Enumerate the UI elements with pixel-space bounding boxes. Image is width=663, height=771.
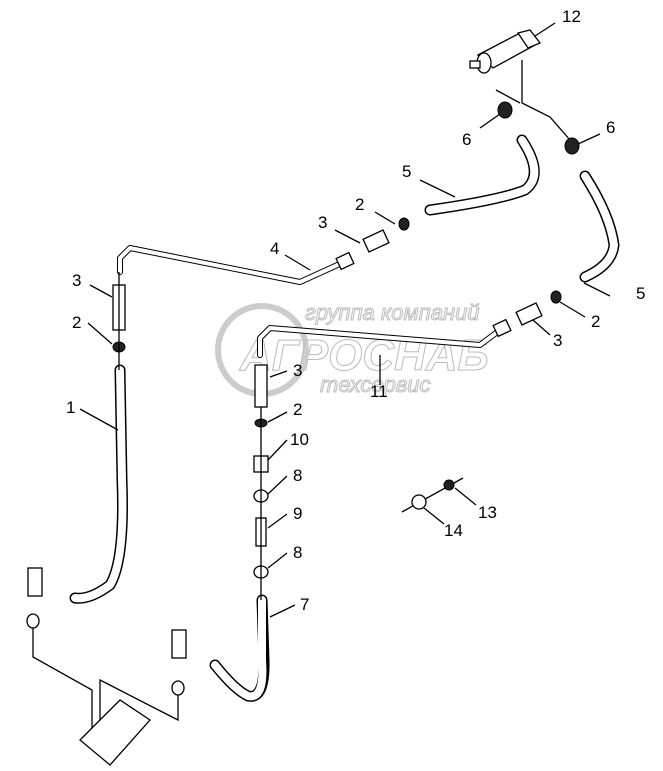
callout-8-upper: 8 [293,466,302,485]
callout-12: 12 [562,7,581,26]
callout-11: 11 [370,382,388,401]
callout-3-upper: 3 [318,213,327,232]
callout-8-lower: 8 [293,543,302,562]
watermark-line2: АГРОСНАБ [239,331,489,380]
callout-10: 10 [290,430,309,449]
callout-14: 14 [444,521,463,540]
fitting-stack [253,364,269,600]
fitting-6-right [564,137,580,155]
watermark-line1: группа компаний [305,300,480,325]
master-cylinder [469,29,571,141]
hose-7 [209,594,270,702]
fittings-4-chain [335,217,410,271]
wheel-cylinders [26,567,187,766]
callout-3-left: 3 [72,271,81,290]
callout-2-upper: 2 [355,195,364,214]
callout-3-mid: 3 [293,361,302,380]
callout-7: 7 [300,595,309,614]
fittings-11-chain [492,290,562,338]
callout-5-right: 5 [636,284,645,303]
leader-lines [79,22,611,618]
callout-labels: 12 6 6 5 2 3 4 3 2 1 5 2 3 11 3 2 10 8 9… [66,7,645,614]
callout-6-left: 6 [462,130,471,149]
fitting-6-left [497,101,513,119]
parts-13-14 [401,477,464,513]
watermark-line3: техсервис [320,372,431,397]
callout-6-right: 6 [606,118,615,137]
callout-2-mid: 2 [293,400,302,419]
hose-5-right [579,170,620,283]
callout-9: 9 [293,504,302,523]
hose-1 [69,364,128,604]
callout-1: 1 [66,398,75,417]
callout-13: 13 [478,503,497,522]
hose-5-upper [424,134,540,216]
callout-5-upper: 5 [402,162,411,181]
fitting-left-stack [112,272,126,370]
callout-2-left: 2 [72,313,81,332]
callout-2-right: 2 [591,312,600,331]
callout-3-right: 3 [553,331,562,350]
callout-4: 4 [270,239,279,258]
watermark: группа компаний АГРОСНАБ техсервис [215,300,489,398]
tube-11 [257,325,503,358]
tube-4 [117,245,347,285]
